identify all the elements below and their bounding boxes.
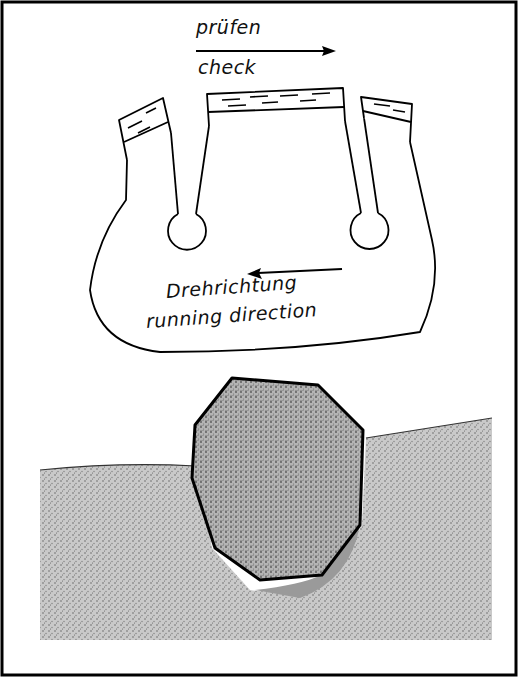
saw-blade: [90, 88, 435, 352]
bond-surface: [366, 418, 492, 438]
check-label-en: check: [198, 58, 256, 77]
check-arrow-line: [196, 50, 325, 52]
diamond-grain: [192, 378, 363, 580]
check-arrowhead: [322, 46, 336, 56]
bond-surface: [40, 465, 196, 470]
grit-marks: [128, 93, 405, 133]
running-arrow-line: [258, 269, 342, 273]
check-label-de: prüfen: [196, 18, 261, 37]
